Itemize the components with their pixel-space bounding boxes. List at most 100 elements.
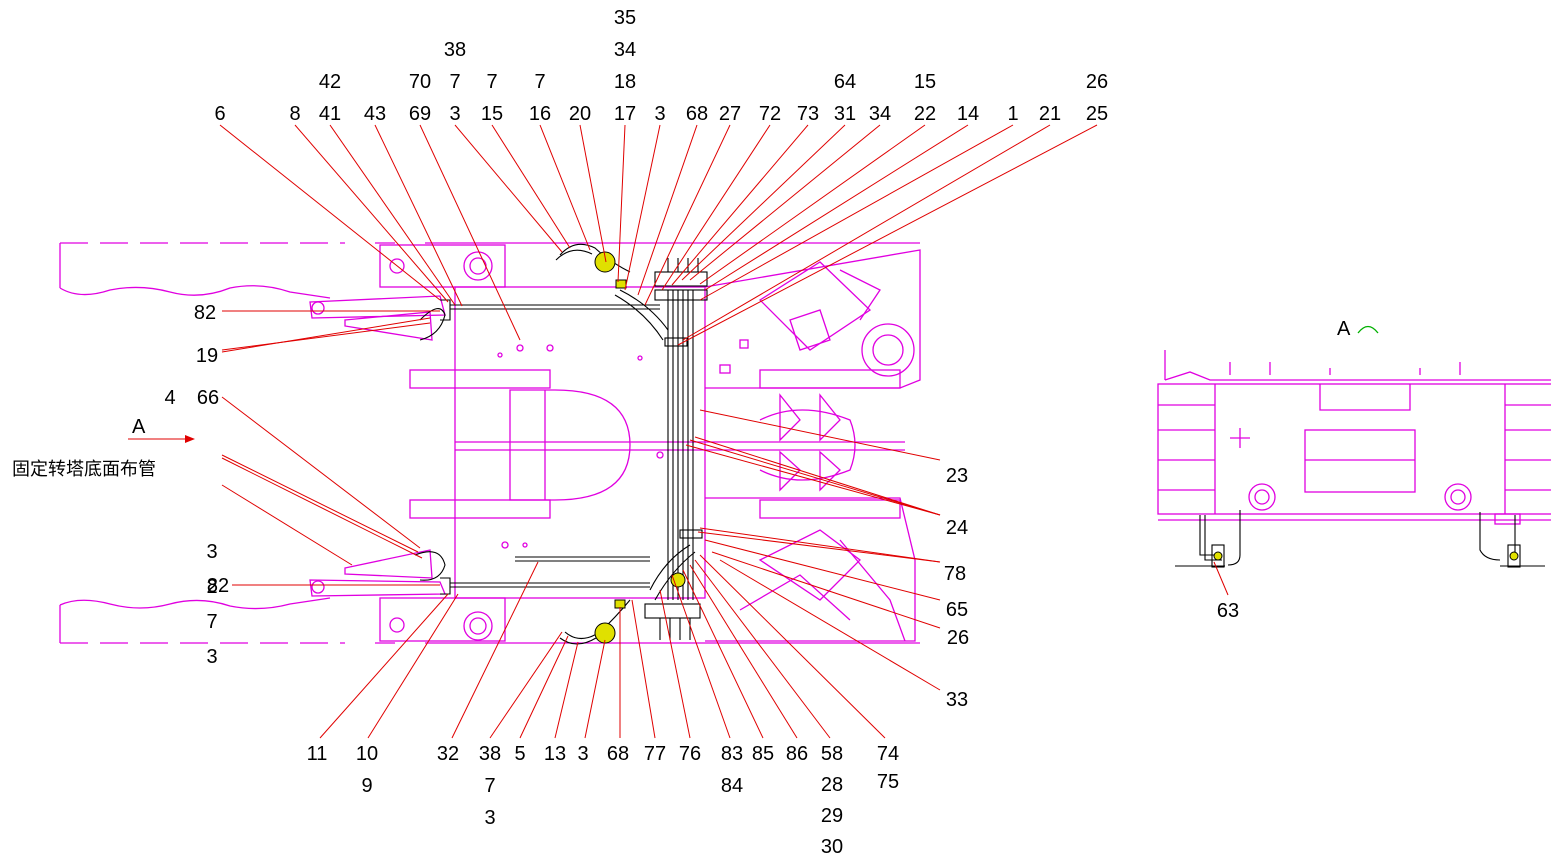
view-a-right-fitting <box>1509 551 1519 561</box>
part-number-label: 3 <box>206 541 217 563</box>
hydraulic-pipes <box>414 243 708 645</box>
callout-view-0: 63 <box>1217 600 1239 622</box>
part-number-label: 3 <box>577 743 588 765</box>
part-number-label: 15 <box>914 71 936 93</box>
part-number-label: 27 <box>719 103 741 125</box>
part-number-label: 3 <box>484 807 495 829</box>
part-number-label: 7 <box>484 775 495 797</box>
part-number-label: 31 <box>834 103 856 125</box>
leader-lines <box>128 124 1098 739</box>
part-number-label: 85 <box>752 743 774 765</box>
part-number-label: 4 <box>164 387 175 409</box>
callout-right-5: 33 <box>946 689 968 711</box>
view-a-left-fitting <box>1213 551 1223 561</box>
part-number-label: 9 <box>361 775 372 797</box>
part-number-label: 7 <box>206 611 217 633</box>
callout-bottom-6: 3 <box>577 743 588 765</box>
part-number-label: 10 <box>356 743 378 765</box>
callout-top-8: 20 <box>569 103 591 125</box>
view-arrow-icon <box>185 435 195 443</box>
slew-drive-circle <box>861 323 915 377</box>
callout-bottom-2: 32 <box>437 743 459 765</box>
callout-bottom-7: 68 <box>607 743 629 765</box>
part-number-label: 1 <box>1007 103 1018 125</box>
part-number-label: 34 <box>614 39 636 61</box>
fittings <box>594 251 686 644</box>
callout-top-5: 38 7 3 <box>444 39 466 125</box>
callout-bottom-8: 77 <box>644 743 666 765</box>
lower-swivel-fitting <box>594 622 616 644</box>
lower-pivot-pin <box>463 611 493 641</box>
callout-right-4: 26 <box>947 627 969 649</box>
part-number-label: 42 <box>319 71 341 93</box>
part-number-label: 2 <box>206 576 217 598</box>
callout-top-11: 68 <box>686 103 708 125</box>
part-number-label: 84 <box>721 775 743 797</box>
part-number-label: 65 <box>946 599 968 621</box>
callout-top-7: 716 <box>529 71 551 125</box>
part-number-label: 23 <box>946 465 968 487</box>
callout-bottom-3: 38 7 3 <box>479 743 501 829</box>
part-number-label: 73 <box>797 103 819 125</box>
part-number-label: 20 <box>569 103 591 125</box>
part-number-label: 3 <box>449 103 460 125</box>
part-number-label: 19 <box>196 345 218 367</box>
part-number-label: 77 <box>644 743 666 765</box>
part-number-label: 30 <box>821 836 843 858</box>
callout-top-6: 715 <box>481 71 503 125</box>
part-number-label: 14 <box>957 103 979 125</box>
part-number-label: 3 <box>206 646 217 668</box>
part-number-label: 24 <box>946 517 968 539</box>
callout-top-9: 35 34 18 17 <box>614 7 636 125</box>
part-number-label: 26 <box>1086 71 1108 93</box>
part-number-label: 5 <box>514 743 525 765</box>
part-number-label: 78 <box>944 563 966 585</box>
callout-left-5: 82 <box>207 575 229 597</box>
part-number-label: 82 <box>207 575 229 597</box>
part-number-label: 75 <box>877 771 899 793</box>
part-number-label: 58 <box>821 743 843 765</box>
part-number-label: 7 <box>449 71 460 93</box>
part-number-label: 28 <box>821 774 843 796</box>
part-number-label: 66 <box>197 387 219 409</box>
part-number-label: 6 <box>214 103 225 125</box>
view-a-arc-icon <box>1357 325 1379 334</box>
part-number-label: 68 <box>686 103 708 125</box>
callout-bottom-0: 11 <box>307 743 328 765</box>
view-a-pipes <box>1175 510 1545 568</box>
callout-top-1: 8 <box>289 103 300 125</box>
part-number-label: 35 <box>614 7 636 29</box>
part-number-label: 38 <box>479 743 501 765</box>
view-marker-label: A <box>132 416 146 438</box>
part-number-label: 33 <box>946 689 968 711</box>
upper-pivot-pin <box>463 251 493 281</box>
callout-left-1: 19 <box>196 345 218 367</box>
callout-top-13: 72 <box>759 103 781 125</box>
part-number-label: 15 <box>481 103 503 125</box>
part-number-label: 34 <box>869 103 891 125</box>
part-number-label: 25 <box>1086 103 1108 125</box>
part-number-label: 43 <box>364 103 386 125</box>
callout-right-1: 24 <box>946 517 968 539</box>
part-number-label: 17 <box>614 103 636 125</box>
callout-bottom-4: 5 <box>514 743 525 765</box>
part-number-label: 38 <box>444 39 466 61</box>
callout-right-0: 23 <box>946 465 968 487</box>
callout-left-3: 66 <box>197 387 219 409</box>
view-a-outline <box>1157 350 1551 525</box>
part-number-label: 8 <box>289 103 300 125</box>
part-number-label: 68 <box>607 743 629 765</box>
part-number-label: 18 <box>614 71 636 93</box>
view-a-leader <box>1213 561 1229 596</box>
callout-bottom-1: 109 <box>356 743 378 797</box>
callout-top-20: 21 <box>1039 103 1061 125</box>
part-number-label: 74 <box>877 743 899 765</box>
callout-top-3: 43 <box>364 103 386 125</box>
part-number-label: 64 <box>834 71 856 93</box>
